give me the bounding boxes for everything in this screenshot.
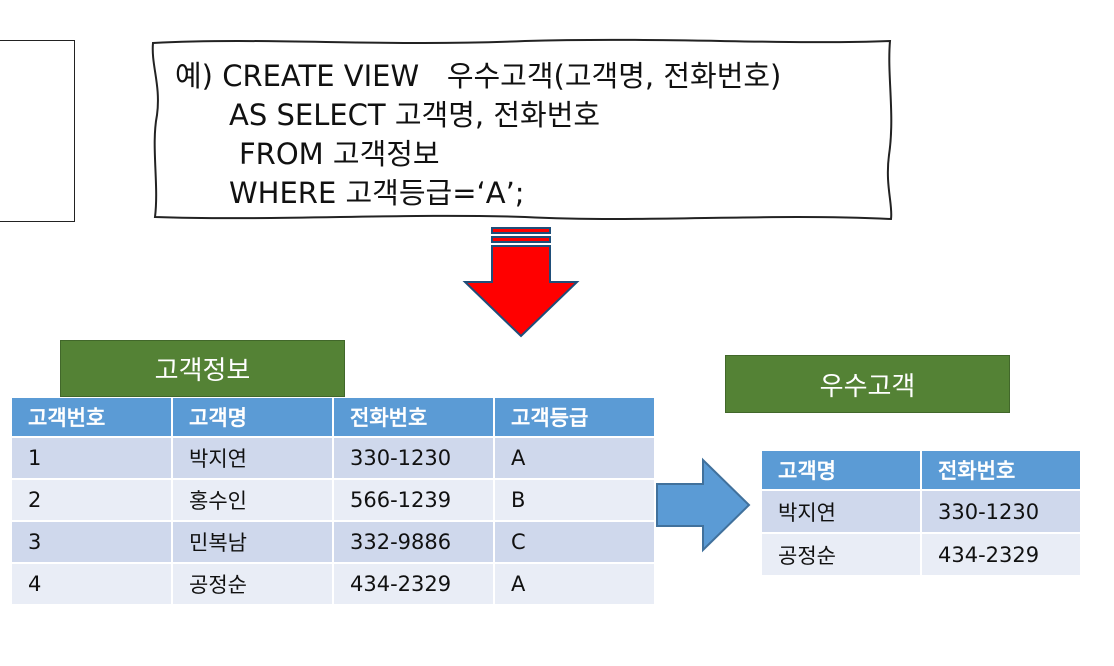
table-cell: 2	[12, 480, 173, 522]
table-cell: 4	[12, 564, 173, 606]
view-table: 고객명 전화번호 박지연 330-1230 공정순 434-2329	[762, 451, 1082, 577]
table-cell: 박지연	[762, 491, 922, 534]
sql-line-4: WHERE 고객등급=‘A’;	[229, 176, 525, 210]
sql-line-3: FROM 고객정보	[239, 137, 440, 171]
table-cell: 민복남	[173, 522, 334, 564]
column-header: 고객명	[762, 451, 922, 491]
table-row: 3 민복남 332-9886 C	[12, 522, 656, 564]
table-cell: B	[495, 480, 656, 522]
source-table: 고객번호 고객명 전화번호 고객등급 1 박지연 330-1230 A 2 홍수…	[12, 398, 656, 606]
hand-drawn-box-outline	[151, 38, 893, 221]
table-cell: 1	[12, 438, 173, 480]
table-row: 2 홍수인 566-1239 B	[12, 480, 656, 522]
sql-code: 예) CREATE VIEW 우수고객(고객명, 전화번호) AS SELECT…	[175, 57, 781, 213]
table-cell: 566-1239	[334, 480, 495, 522]
right-arrow-icon	[656, 457, 751, 553]
column-header: 고객번호	[12, 398, 173, 438]
table-header-row: 고객번호 고객명 전화번호 고객등급	[12, 398, 656, 438]
table-row: 1 박지연 330-1230 A	[12, 438, 656, 480]
table-cell: 3	[12, 522, 173, 564]
table-cell: 홍수인	[173, 480, 334, 522]
table-cell: 434-2329	[922, 534, 1082, 577]
down-arrow-icon	[462, 227, 580, 338]
sql-line-1: 예) CREATE VIEW 우수고객(고객명, 전화번호)	[175, 59, 782, 93]
table-row: 박지연 330-1230	[762, 491, 1082, 534]
table-cell: 330-1230	[922, 491, 1082, 534]
sql-line-2: AS SELECT 고객명, 전화번호	[229, 98, 601, 132]
sql-code-box: 예) CREATE VIEW 우수고객(고객명, 전화번호) AS SELECT…	[145, 35, 900, 225]
table-cell: A	[495, 564, 656, 606]
table-cell: 434-2329	[334, 564, 495, 606]
column-header: 전화번호	[922, 451, 1082, 491]
column-header: 고객등급	[495, 398, 656, 438]
view-table-title: 우수고객	[725, 355, 1010, 413]
table-cell: 332-9886	[334, 522, 495, 564]
table-cell: 박지연	[173, 438, 334, 480]
table-cell: 330-1230	[334, 438, 495, 480]
table-cell: 공정순	[173, 564, 334, 606]
partial-left-box	[0, 40, 75, 222]
table-header-row: 고객명 전화번호	[762, 451, 1082, 491]
table-cell: 공정순	[762, 534, 922, 577]
table-cell: A	[495, 438, 656, 480]
column-header: 고객명	[173, 398, 334, 438]
table-row: 4 공정순 434-2329 A	[12, 564, 656, 606]
column-header: 전화번호	[334, 398, 495, 438]
table-row: 공정순 434-2329	[762, 534, 1082, 577]
source-table-title: 고객정보	[60, 340, 345, 397]
table-cell: C	[495, 522, 656, 564]
